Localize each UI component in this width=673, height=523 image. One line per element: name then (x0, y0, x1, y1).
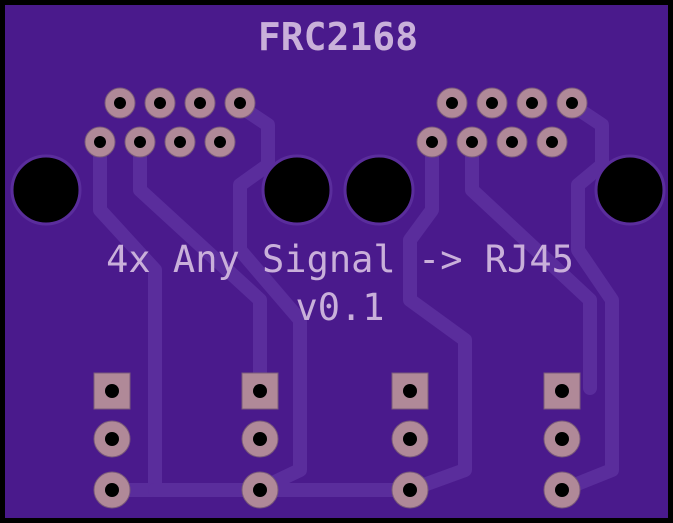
header-2 (241, 372, 279, 509)
header-1 (93, 372, 131, 509)
header-square-pad (543, 372, 581, 410)
trace-l2 (133, 135, 267, 395)
rj45-left-holes (94, 97, 246, 148)
trace-r3 (555, 98, 619, 497)
mounting-holes (10, 154, 666, 226)
trace-r2 (465, 135, 597, 395)
trace-l1 (93, 135, 162, 497)
traces (93, 98, 619, 497)
mounting-hole (343, 154, 415, 226)
trace-r1 (403, 135, 472, 497)
mounting-hole (594, 154, 666, 226)
board-label-line1: 4x Any Signal -> RJ45 (106, 238, 574, 281)
trace-l3 (231, 98, 307, 497)
rj45-right (416, 87, 588, 158)
header-3 (391, 372, 429, 509)
rj45-right-holes (426, 97, 578, 148)
board-title: FRC2168 (258, 15, 418, 59)
mounting-hole (10, 154, 82, 226)
header-4 (543, 372, 581, 509)
mounting-hole (261, 154, 333, 226)
board-label-line2: v0.1 (295, 286, 384, 329)
headers (93, 372, 581, 509)
